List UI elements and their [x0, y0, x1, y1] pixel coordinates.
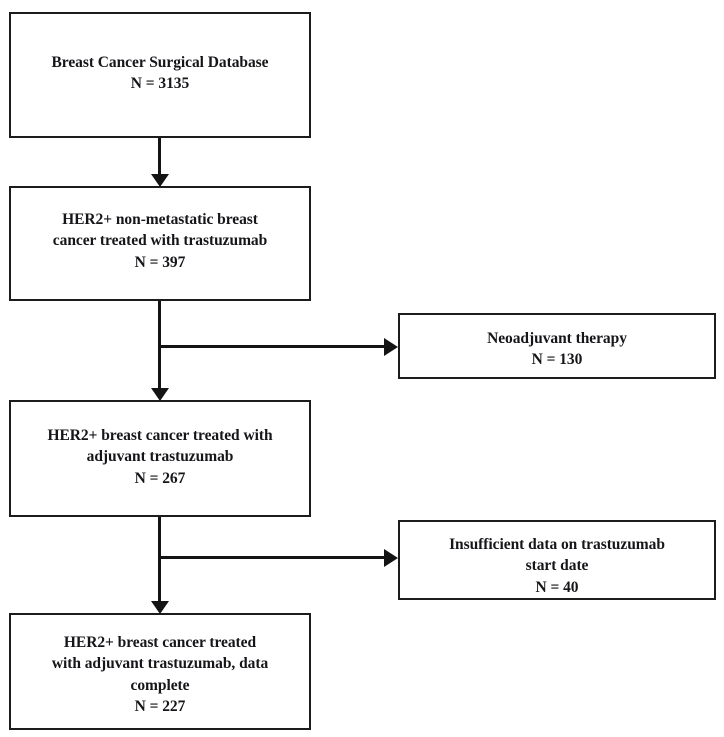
node-her2-adjuvant-trastuzumab: HER2+ breast cancer treated with adjuvan… — [9, 400, 311, 517]
arrow-down-icon — [150, 388, 169, 401]
arrow-down-icon — [150, 601, 169, 614]
node-adjuvant-text: HER2+ breast cancer treated with adjuvan… — [47, 427, 273, 487]
arrow-right-icon — [384, 337, 398, 356]
connector-adjuvant-to-insufficient-data — [159, 556, 384, 559]
node-complete-text: HER2+ breast cancer treated with adjuvan… — [51, 634, 269, 716]
arrow-down-icon — [150, 174, 169, 187]
node-exclusion-neoadjuvant-therapy: Neoadjuvant therapy N = 130 — [398, 313, 716, 379]
connector-adjuvant-to-complete — [158, 517, 161, 603]
node-exclusion-insufficient-data: Insufficient data on trastuzumab start d… — [398, 520, 716, 600]
node-her2-adjuvant-data-complete: HER2+ breast cancer treated with adjuvan… — [9, 613, 311, 730]
connector-database-to-her2 — [158, 138, 161, 176]
arrow-right-icon — [384, 548, 398, 567]
node-neoadjuvant-text: Neoadjuvant therapy N = 130 — [487, 330, 627, 369]
connector-her2-to-neoadjuvant — [159, 345, 384, 348]
node-breast-cancer-surgical-database: Breast Cancer Surgical Database N = 3135 — [9, 12, 311, 138]
node-her2-nonmetastatic-text: HER2+ non-metastatic breast cancer treat… — [52, 211, 268, 271]
node-database-text: Breast Cancer Surgical Database N = 3135 — [51, 54, 269, 93]
node-insufficient-data-text: Insufficient data on trastuzumab start d… — [449, 536, 665, 596]
node-her2-nonmetastatic: HER2+ non-metastatic breast cancer treat… — [9, 186, 311, 301]
